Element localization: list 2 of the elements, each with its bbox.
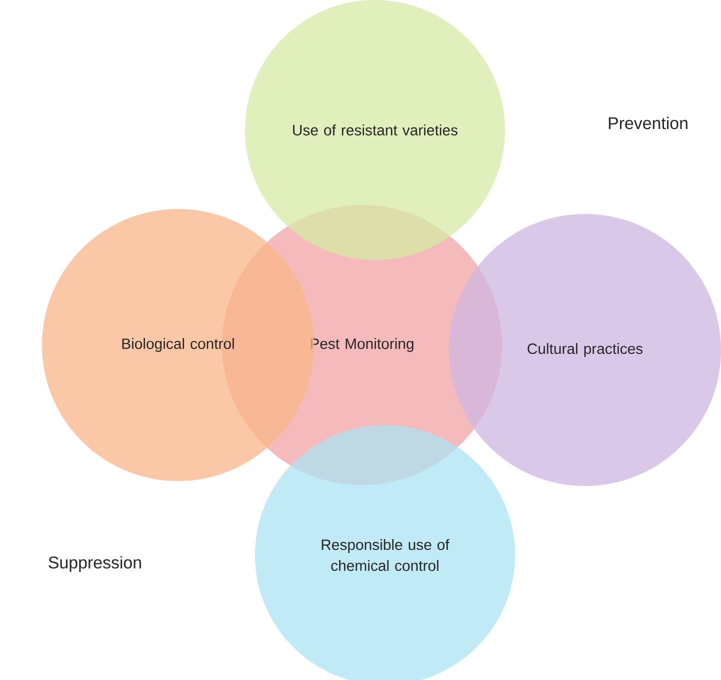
- region-label: Suppression: [48, 556, 141, 572]
- region-label: Prevention: [608, 116, 688, 130]
